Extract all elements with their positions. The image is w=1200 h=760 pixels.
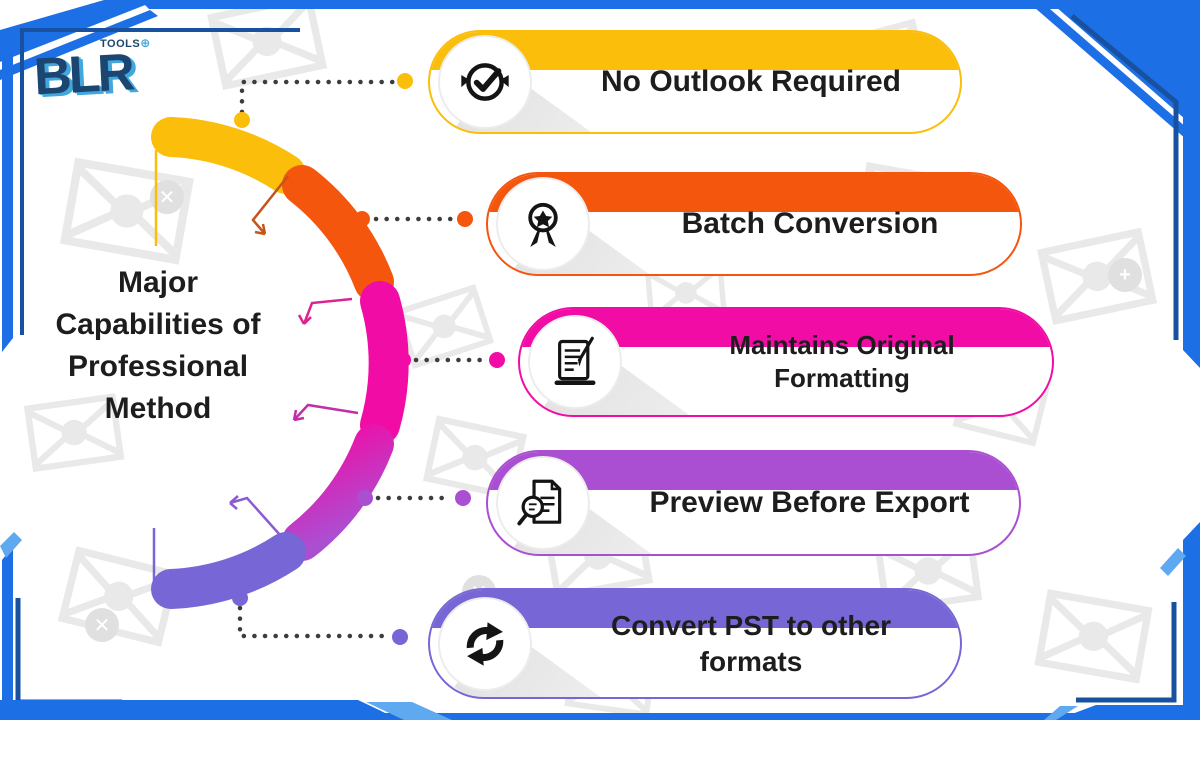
arc-segment-2 <box>282 165 394 302</box>
connector-dots-1 <box>239 79 399 115</box>
document-edit-icon <box>528 315 622 409</box>
connector-dot <box>455 490 471 506</box>
capability-pill-convert-formats: Convert PST to other formats <box>428 588 962 699</box>
bent-arrow-icon <box>297 297 353 325</box>
pill-label: Maintains Original Formatting <box>729 329 955 393</box>
frame-border <box>0 0 1200 720</box>
bent-arrow-icon <box>292 403 359 422</box>
circled-x-icon: ✕ <box>85 608 119 642</box>
title-line: Capabilities of <box>55 308 261 341</box>
title-line: Professional <box>67 350 249 383</box>
connector-dot <box>392 629 408 645</box>
connectors <box>232 73 505 645</box>
title-line: Major <box>117 266 198 299</box>
arc-segment-5 <box>151 532 306 609</box>
connector-dots-5 <box>237 605 391 639</box>
logo-badge-icon: ⊕ <box>140 36 151 50</box>
blr-tools-logo: TOOLS⊕ BLR <box>33 30 164 106</box>
title-line: Method <box>104 392 212 425</box>
capability-pill-preview-export: Preview Before Export <box>486 450 1021 556</box>
check-badge-icon <box>438 35 532 129</box>
connector-dot <box>395 352 411 368</box>
connector-dot <box>232 590 248 606</box>
arc-segment-1 <box>151 117 306 194</box>
logo-sub-text: TOOLS⊕ <box>100 36 151 50</box>
pill-label: No Outlook Required <box>601 64 901 98</box>
connector-dot <box>357 490 373 506</box>
capability-pill-maintains-formatting: Maintains Original Formatting <box>518 307 1054 417</box>
connector-dot <box>354 211 370 227</box>
pill-label: Batch Conversion <box>681 206 939 240</box>
pill-label: Convert PST to other formats <box>610 609 891 677</box>
circled-plus-icon: + <box>1108 258 1142 292</box>
bent-arrow-icon <box>251 175 289 236</box>
arc-segment-4 <box>282 424 394 561</box>
capability-pill-batch-conversion: Batch Conversion <box>486 172 1022 276</box>
convert-arrows-icon <box>438 596 532 691</box>
medal-icon <box>496 177 590 271</box>
page-title: Major Capabilities of Professional Metho… <box>30 262 286 430</box>
pill-label: Preview Before Export <box>649 485 970 519</box>
decorative-overlay <box>0 0 1200 720</box>
capability-pill-no-outlook: No Outlook Required <box>428 30 962 134</box>
connector-dot <box>457 211 473 227</box>
connector-dot <box>397 73 413 89</box>
preview-search-icon <box>496 456 590 550</box>
logo-brand-text: BLR <box>32 43 134 107</box>
frame-inner-line <box>20 28 300 335</box>
arc-segment-3 <box>360 281 409 445</box>
connector-dot <box>234 112 250 128</box>
connector-dot <box>489 352 505 368</box>
capability-arc <box>151 117 409 609</box>
bent-arrow-icon <box>229 495 281 536</box>
arc-arrows <box>152 150 359 591</box>
